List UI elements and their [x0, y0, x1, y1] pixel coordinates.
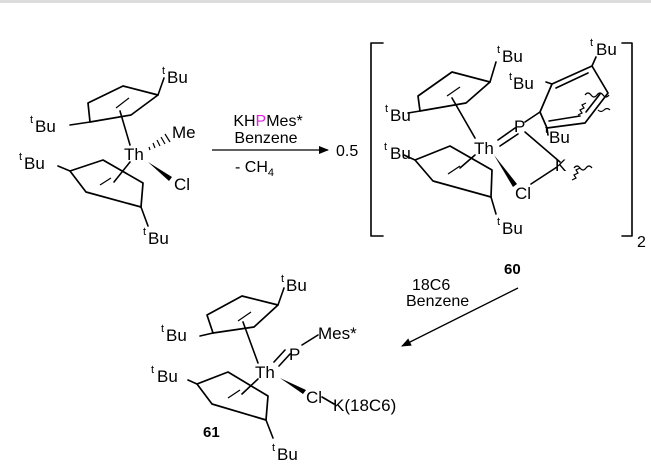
lower-cp-ring — [414, 145, 493, 198]
thorium-atom: Th — [124, 145, 144, 164]
tbu-label: Bu — [277, 445, 298, 464]
tbu-prefix: t — [19, 151, 22, 163]
tbu-prefix: t — [272, 442, 275, 454]
thorium-atom: Th — [474, 139, 494, 158]
tbu-label: Bu — [35, 117, 56, 136]
dimer-multiplier: 2 — [637, 234, 646, 251]
product-compound-61: t Bu t Bu t Bu t Bu Th P Mes* Cl K(18C6)… — [151, 273, 396, 464]
th-p-double-bond — [273, 349, 286, 363]
potassium-18c6: K(18C6) — [333, 396, 396, 415]
tbu-prefix: t — [143, 226, 146, 238]
tbu-label: Bu — [596, 40, 617, 59]
tbu-prefix: t — [30, 114, 33, 126]
tbu-label: Bu — [390, 106, 411, 125]
k-aryl-interaction — [571, 92, 611, 181]
phosphorus-atom: P — [514, 117, 525, 136]
solvent-label: Benzene — [234, 130, 297, 147]
tbu-prefix: t — [497, 44, 500, 56]
upper-cp-ring — [417, 71, 491, 112]
wedge-bond-cl — [494, 155, 517, 187]
phosphorus-atom: P — [289, 345, 300, 364]
compound-number-61: 61 — [203, 424, 220, 441]
potassium-atom: K — [555, 156, 567, 175]
reagent-khpmes: KHPMes* — [233, 113, 302, 130]
byproduct-label: - CH4 — [235, 159, 274, 179]
top-rule — [0, 0, 651, 3]
mes-star-group: Mes* — [318, 324, 357, 343]
tbu-prefix: t — [281, 273, 284, 285]
tbu-prefix: t — [545, 124, 548, 136]
chloride-atom: Cl — [515, 184, 531, 203]
tbu-prefix: t — [151, 364, 154, 376]
lower-cp-ring — [196, 371, 269, 421]
upper-cp-ring — [206, 295, 279, 334]
thorium-atom: Th — [255, 363, 275, 382]
hashed-bond-me — [148, 133, 171, 151]
tbu-label: Bu — [502, 219, 523, 238]
tbu-prefix: t — [161, 323, 164, 335]
right-bracket — [621, 42, 633, 237]
starting-material: t Bu t Bu t Bu t Bu Th Me Cl — [19, 65, 196, 248]
tbu-label: Bu — [24, 154, 45, 173]
chloride-atom: Cl — [174, 175, 190, 194]
tbu-label: Bu — [390, 144, 411, 163]
tbu-label: Bu — [549, 128, 570, 147]
tbu-prefix: t — [509, 71, 512, 83]
tbu-prefix: t — [162, 65, 165, 77]
tbu-label: Bu — [286, 276, 307, 295]
tbu-prefix: t — [497, 216, 500, 228]
tbu-label: Bu — [513, 74, 534, 93]
solvent-label: Benzene — [406, 293, 469, 310]
wedge-bond-cl — [280, 378, 306, 394]
chloride-atom: Cl — [306, 388, 322, 407]
tbu-label: Bu — [167, 68, 188, 87]
methyl-group: Me — [172, 123, 196, 142]
reaction-arrow-2 — [401, 287, 519, 347]
wedge-bond-cl — [148, 162, 172, 181]
left-bracket — [370, 42, 384, 237]
th-p-double-bond — [497, 127, 516, 141]
stoichiometric-coefficient: 0.5 — [336, 143, 358, 160]
tbu-label: Bu — [148, 229, 169, 248]
tbu-prefix: t — [385, 103, 388, 115]
lower-cp-ring — [69, 159, 144, 208]
upper-cp-ring — [87, 85, 159, 123]
reaction-step-2: 18C6 Benzene — [401, 277, 519, 347]
reagent-18c6: 18C6 — [412, 277, 450, 294]
tbu-prefix: t — [384, 141, 387, 153]
tbu-label: Bu — [166, 326, 187, 345]
reaction-step-1: KHPMes* Benzene - CH4 0.5 — [212, 113, 358, 179]
tbu-label: Bu — [157, 367, 178, 386]
dimer-compound-60: t Bu t Bu t Bu t Bu t Bu t Bu t Bu Th P … — [370, 37, 646, 278]
tbu-label: Bu — [502, 47, 523, 66]
tbu-prefix: t — [590, 37, 593, 49]
compound-number-60: 60 — [504, 261, 521, 278]
